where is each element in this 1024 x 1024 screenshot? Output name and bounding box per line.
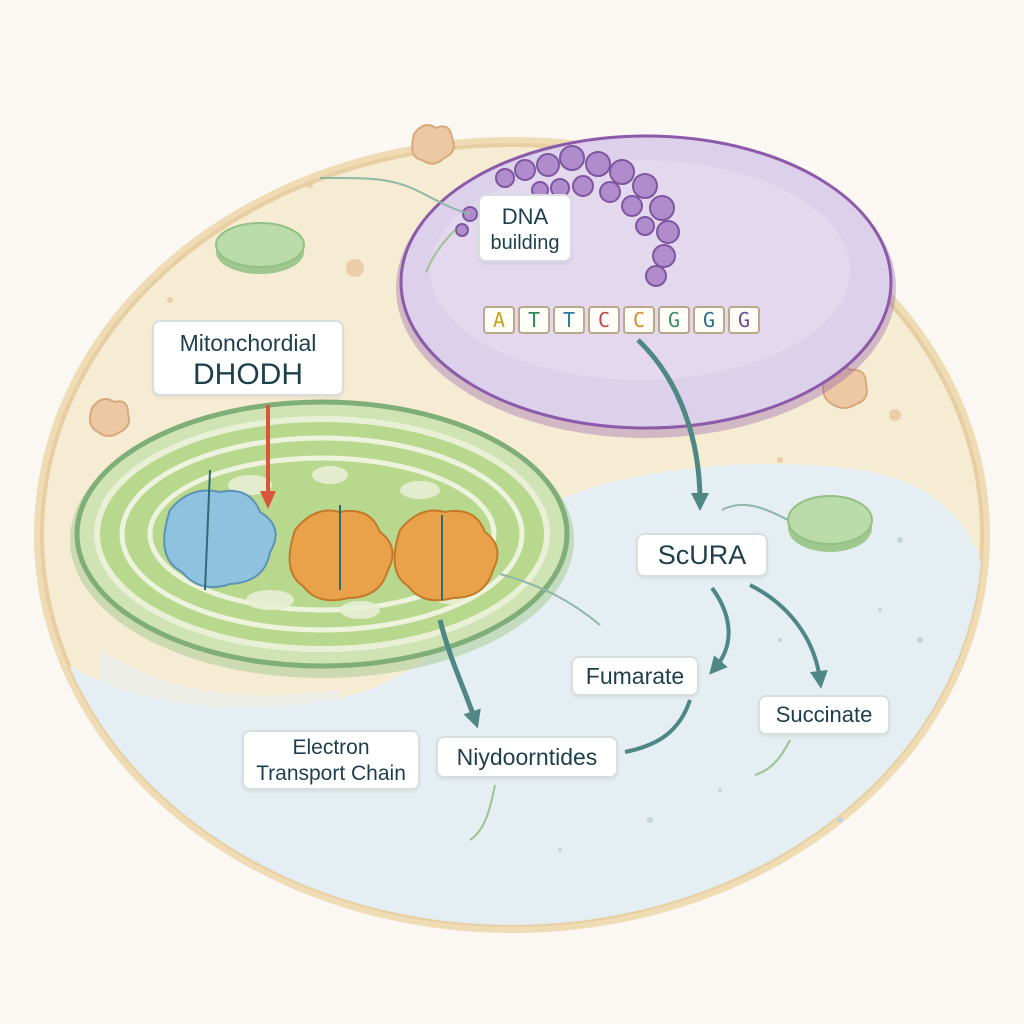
arrow-etc-to-nucleotides: [437, 619, 481, 729]
dna-base-5: G: [658, 306, 690, 334]
arrow-fumarate-to-nucleotides: [624, 699, 692, 754]
dna-label-line1: DNA: [501, 204, 549, 229]
green-vesicle-left: [215, 222, 305, 274]
arrow-dna-to-scura: [636, 338, 709, 511]
vesicle-left: [89, 398, 130, 437]
complex-orange-1: [288, 505, 394, 602]
dna-base-2: T: [553, 306, 585, 334]
arrow-scura-to-succinate: [749, 583, 828, 689]
complex-orange-2: [393, 509, 499, 602]
filament-5: [754, 739, 791, 776]
succinate-label: Succinate: [758, 695, 890, 735]
etc-label-line2: Transport Chain: [256, 762, 406, 785]
complex-blue: [163, 469, 277, 591]
etc-label-line1: Electron: [292, 736, 370, 759]
fumarate-label: Fumarate: [571, 656, 699, 696]
vesicle-top: [411, 124, 455, 165]
dhodh-label-line2: DHODH: [193, 358, 303, 391]
filament: [319, 176, 471, 215]
dna-base-7: G: [728, 306, 760, 334]
dna-base-6: G: [693, 306, 725, 334]
filament-2: [425, 229, 456, 273]
blue-particles: [558, 537, 923, 852]
dna-base-4: C: [623, 306, 655, 334]
chromatin: [455, 145, 680, 287]
nucleotides-label: Niydoorntides: [436, 736, 618, 778]
dna-label-line2: building: [490, 232, 560, 254]
arrow-scura-to-fumarate: [709, 586, 731, 675]
green-vesicle-right: [721, 495, 873, 552]
filament-3: [499, 573, 601, 626]
scura-label: ScURA: [636, 533, 768, 577]
dna-building-label: DNA building: [478, 194, 572, 262]
dhodh-label: Mitonchordial DHODH: [152, 320, 344, 396]
dna-base-3: C: [588, 306, 620, 334]
dna-base-0: A: [483, 306, 515, 334]
electron-transport-chain-label: Electron Transport Chain: [242, 730, 420, 790]
filament-4: [469, 784, 496, 841]
dhodh-label-line1: Mitonchordial: [179, 330, 317, 356]
dna-base-1: T: [518, 306, 550, 334]
